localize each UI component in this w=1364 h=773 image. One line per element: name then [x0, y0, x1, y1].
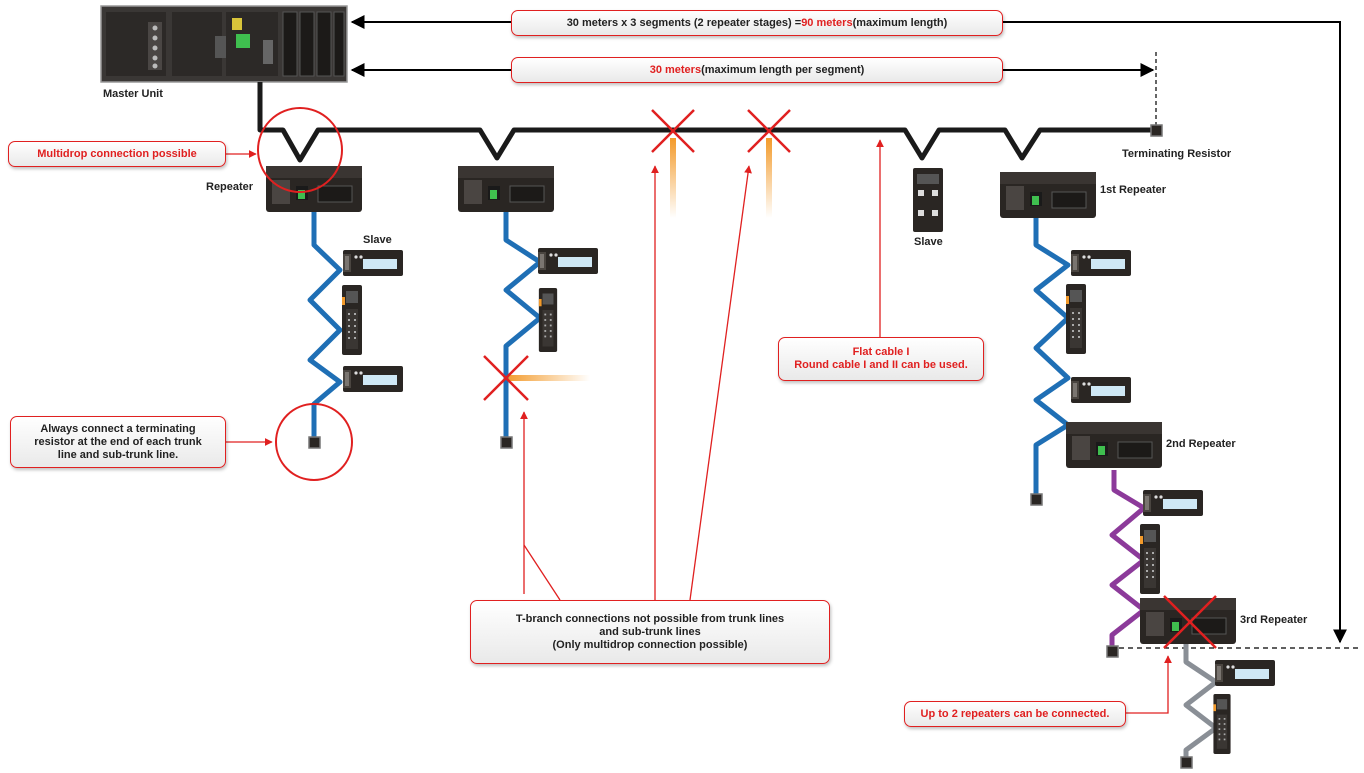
total-length-highlight: 90 meters: [801, 16, 853, 29]
terminators: [308, 436, 1193, 769]
label-master-unit: Master Unit: [103, 88, 163, 100]
label-first-repeater: 1st Repeater: [1100, 184, 1167, 196]
label-second-repeater: 2nd Repeater: [1166, 438, 1236, 450]
up-to-2-text: Up to 2 repeaters can be connected.: [920, 707, 1110, 720]
cable-text: Flat cable I Round cable I and II can be…: [794, 346, 968, 371]
up-to-2-callout: Up to 2 repeaters can be connected.: [904, 701, 1126, 727]
tbranch-callout: T-branch connections not possible from t…: [470, 600, 830, 664]
terminator-trunk: [1150, 124, 1163, 137]
segment-length-arrow: [350, 52, 1157, 125]
cable-callout: Flat cable I Round cable I and II can be…: [778, 337, 984, 381]
invalid-branches: [505, 138, 772, 381]
master-unit: [100, 5, 348, 83]
terminating-text: Always connect a terminating resistor at…: [34, 422, 202, 461]
repeater-first: [1000, 172, 1096, 218]
label-repeater: Repeater: [206, 181, 254, 193]
label-third-repeater: 3rd Repeater: [1240, 614, 1308, 626]
multidrop-text: Multidrop connection possible: [37, 147, 197, 160]
sub-trunk-right-2: [1109, 470, 1147, 648]
label-slave-left: Slave: [363, 234, 392, 246]
repeater-second: [458, 166, 554, 212]
segment-length-highlight: 30 meters: [649, 63, 702, 76]
slaves: [342, 168, 1275, 754]
repeater-second-stage: [1066, 422, 1162, 468]
total-length-suffix: (maximum length): [852, 16, 948, 29]
total-length-prefix: 30 meters x 3 segments (2 repeater stage…: [566, 16, 802, 29]
multidrop-callout: Multidrop connection possible: [8, 141, 226, 167]
total-length-arrow: [350, 15, 1347, 644]
sub-trunk-left: [307, 212, 343, 440]
terminating-callout: Always connect a terminating resistor at…: [10, 416, 226, 468]
highlight-circles: [257, 107, 353, 481]
total-length-callout: 30 meters x 3 segments (2 repeater stage…: [511, 10, 1003, 36]
sub-trunk-second: [503, 212, 543, 440]
label-slave-mid: Slave: [914, 236, 943, 248]
segment-length-suffix: (maximum length per segment): [701, 63, 865, 76]
callout-leaders: [225, 139, 1172, 714]
invalid-crosses: [483, 109, 1217, 649]
sub-trunk-right-3: [1183, 640, 1219, 762]
trunk-line: [257, 82, 1156, 163]
label-terminating-resistor: Terminating Resistor: [1122, 148, 1232, 160]
segment-length-callout: 30 meters (maximum length per segment): [511, 57, 1003, 83]
tbranch-text: T-branch connections not possible from t…: [515, 612, 785, 651]
sub-trunk-right-1: [1033, 218, 1071, 495]
